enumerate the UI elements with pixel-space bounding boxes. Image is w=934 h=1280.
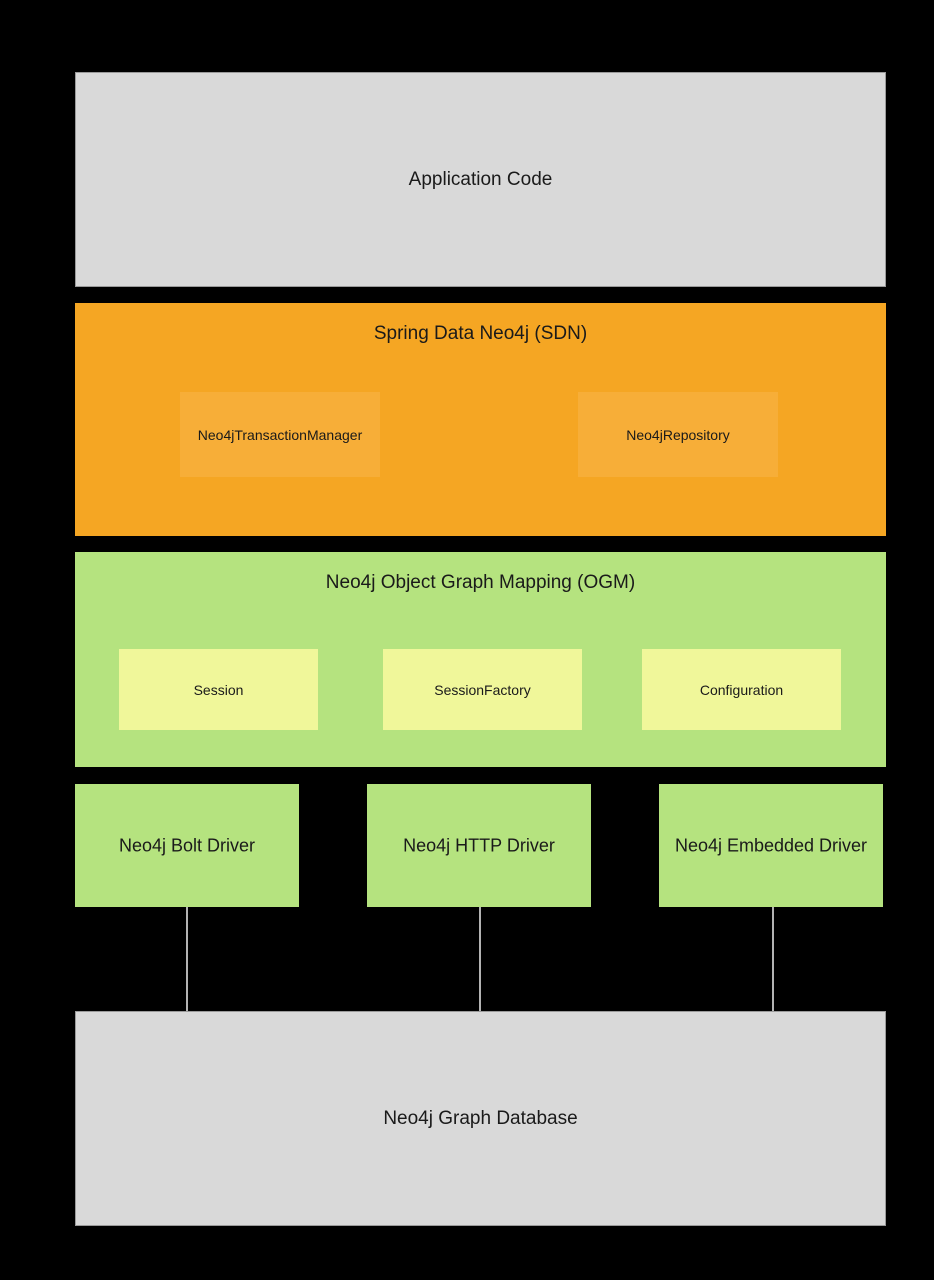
component-neo4j-transaction-manager: Neo4jTransactionManager	[180, 392, 380, 477]
component-http-driver: Neo4j HTTP Driver	[367, 784, 591, 907]
neo4j-transaction-manager-label: Neo4jTransactionManager	[197, 426, 363, 443]
connector-http-driver-to-database	[479, 907, 481, 1011]
component-session-factory: SessionFactory	[383, 649, 582, 730]
layer-spring-data-neo4j: Spring Data Neo4j (SDN) Neo4jTransaction…	[75, 303, 886, 536]
application-code-label: Application Code	[408, 168, 553, 190]
component-bolt-driver: Neo4j Bolt Driver	[75, 784, 299, 907]
component-configuration: Configuration	[642, 649, 841, 730]
neo4j-ogm-title: Neo4j Object Graph Mapping (OGM)	[325, 572, 636, 593]
component-neo4j-repository: Neo4jRepository	[578, 392, 778, 477]
session-factory-label: SessionFactory	[434, 681, 531, 698]
embedded-driver-label: Neo4j Embedded Driver	[674, 835, 868, 855]
connector-embedded-driver-to-database	[772, 907, 774, 1011]
graph-database-label: Neo4j Graph Database	[383, 1107, 578, 1129]
http-driver-label: Neo4j HTTP Driver	[403, 835, 555, 855]
component-session: Session	[119, 649, 318, 730]
layer-application-code: Application Code	[75, 72, 886, 287]
layer-graph-database: Neo4j Graph Database	[75, 1011, 886, 1226]
connector-bolt-driver-to-database	[186, 907, 188, 1011]
layer-neo4j-ogm: Neo4j Object Graph Mapping (OGM) Session…	[75, 552, 886, 767]
session-label: Session	[193, 681, 244, 698]
neo4j-repository-label: Neo4jRepository	[626, 426, 730, 443]
component-embedded-driver: Neo4j Embedded Driver	[659, 784, 883, 907]
configuration-label: Configuration	[699, 681, 784, 698]
spring-data-neo4j-title: Spring Data Neo4j (SDN)	[373, 323, 588, 344]
bolt-driver-label: Neo4j Bolt Driver	[118, 835, 256, 855]
